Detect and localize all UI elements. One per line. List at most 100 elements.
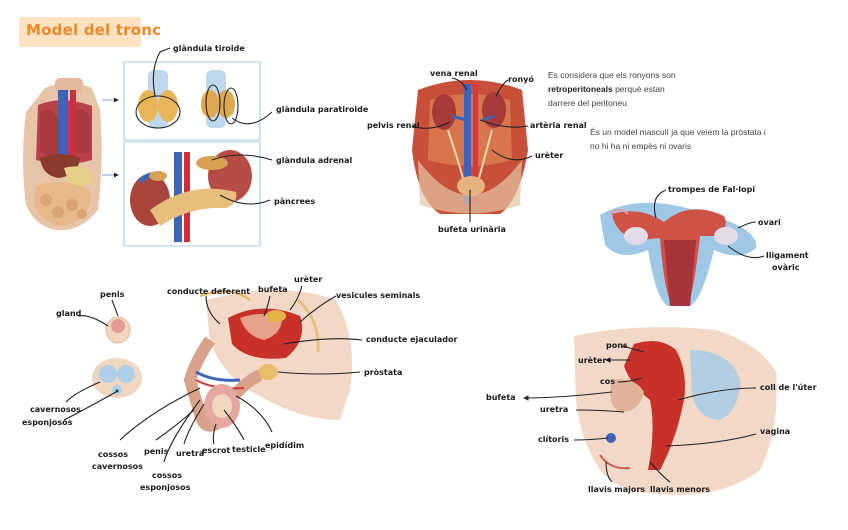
leader-line xyxy=(283,338,363,345)
label-cavernosos2: cavernosos xyxy=(92,462,143,471)
leader-line xyxy=(211,154,273,161)
label-cos: cos xyxy=(600,377,615,386)
leader-line xyxy=(223,409,245,441)
label-pons: pons xyxy=(606,341,628,350)
label-ovari: ovari xyxy=(758,218,781,227)
male-pelvis-illustration xyxy=(183,290,353,432)
uterus-illustration xyxy=(600,202,757,306)
label-cossos: cossos xyxy=(98,450,128,459)
label-escrot: escrot xyxy=(202,446,230,455)
leader-line xyxy=(299,295,337,323)
leader-line xyxy=(727,245,765,259)
label-bufeta-male: bufeta xyxy=(258,285,288,294)
note-line: És un model masculí ja que veiem la pròs… xyxy=(590,127,766,137)
label-esponjosos: esponjosos xyxy=(22,418,73,427)
label-cossos2: cossos xyxy=(152,471,182,480)
leader-line xyxy=(479,119,529,128)
leader-line xyxy=(205,295,221,325)
label-penis-top: penis xyxy=(100,290,125,299)
thyroid-circle xyxy=(135,95,181,129)
female-pelvis-illustration xyxy=(574,327,777,495)
leader-line xyxy=(573,437,609,441)
label-glandula-paratiroide: glàndula paratiroide xyxy=(276,105,369,114)
leader-line xyxy=(737,221,757,229)
label-trompes: trompes de Fal·lopi xyxy=(668,185,755,194)
label-gland: gland xyxy=(56,309,82,318)
leader-line xyxy=(155,409,195,441)
label-prostata: pròstata xyxy=(364,367,402,377)
label-conducte-deferent: conducte deferent xyxy=(167,287,250,296)
leader-line xyxy=(152,47,171,97)
leader-line xyxy=(649,461,671,483)
leader-line xyxy=(63,391,117,421)
note-line: darrere del peritoneu xyxy=(548,98,627,108)
leader-line xyxy=(289,285,303,311)
leader-line xyxy=(111,299,119,317)
leader-line xyxy=(277,371,361,375)
adrenal-pancreas-illustration xyxy=(130,150,252,242)
label-pelvis-renal: pelvis renal xyxy=(367,121,420,130)
leader-line xyxy=(263,295,271,317)
note-bold: retroperitoneals xyxy=(548,84,613,94)
retroperitoneal-note: Es considera que els ronyons son retrope… xyxy=(548,68,676,110)
label-ureter-top: urèter xyxy=(535,150,563,160)
leader-line xyxy=(677,387,757,401)
label-vesicules: vesicules seminals xyxy=(336,291,420,300)
leader-line xyxy=(65,381,101,403)
label-glandula-adrenal: glàndula adrenal xyxy=(276,156,353,165)
label-coll-uter: coll de l'úter xyxy=(760,383,817,392)
leader-line xyxy=(231,111,273,125)
leader-line xyxy=(653,189,667,219)
leader-line xyxy=(451,77,468,91)
leader-line xyxy=(605,461,613,483)
leader-line xyxy=(235,395,273,433)
penis-cross-section-illustration xyxy=(92,316,142,398)
leader-line xyxy=(219,194,271,205)
label-pancrees: pàncrees xyxy=(274,197,315,206)
label-cavernosos: cavernosos xyxy=(30,405,81,414)
label-uretra-female: uretra xyxy=(540,405,568,414)
leader-line xyxy=(523,391,613,401)
urinary-system-illustration xyxy=(412,80,528,214)
label-vagina: vagina xyxy=(760,427,790,436)
label-uretra-male: uretra xyxy=(176,449,204,458)
label-epididim: epidídim xyxy=(265,441,304,450)
page-title: Model del tronc xyxy=(26,21,162,39)
leader-line xyxy=(212,423,217,445)
leader-line xyxy=(491,149,533,161)
label-glandula-tiroide: glàndula tiroide xyxy=(173,44,245,53)
label-llavis-majors: llavis majors xyxy=(588,485,645,494)
label-ureter-male: urèter xyxy=(294,274,322,284)
leader-line xyxy=(183,403,205,445)
label-llavis-menors: llavis menors xyxy=(650,485,710,494)
leader-line xyxy=(575,409,625,413)
label-bufeta-female: bufeta xyxy=(486,393,516,402)
leader-line xyxy=(665,433,757,447)
leader-line xyxy=(495,79,509,97)
parathyroid-circle xyxy=(205,84,221,122)
note-line: perquè estan xyxy=(612,84,665,94)
label-testicle: testicle xyxy=(232,445,266,454)
leader-line xyxy=(621,345,645,353)
leader-line xyxy=(77,315,109,327)
leader-line xyxy=(617,377,643,383)
label-arteria-renal: artèria renal xyxy=(530,120,587,130)
parathyroid-circle xyxy=(223,87,239,125)
leader-line xyxy=(163,399,201,463)
torso-model-illustration xyxy=(23,78,102,231)
label-bufeta-urinaria: bufeta urinària xyxy=(438,225,506,234)
leader-line xyxy=(119,387,201,441)
label-lligament: lligament xyxy=(766,251,809,260)
label-ureter-female: urèter xyxy=(578,355,606,365)
leader-line xyxy=(411,121,451,129)
label-ovaric: ovàric xyxy=(772,263,800,272)
note-line: no hi ha ni empès ni ovaris xyxy=(590,141,692,151)
label-conducte-ejaculador: conducte ejaculador xyxy=(366,335,458,344)
label-clitoris: clítoris xyxy=(538,435,569,444)
title-tag xyxy=(19,17,141,47)
male-model-note: És un model masculí ja que veiem la pròs… xyxy=(590,125,766,153)
note-line: Es considera que els ronyons son xyxy=(548,70,676,80)
label-ronyo: ronyó xyxy=(508,74,534,84)
label-vena-renal: vena renal xyxy=(430,69,478,78)
